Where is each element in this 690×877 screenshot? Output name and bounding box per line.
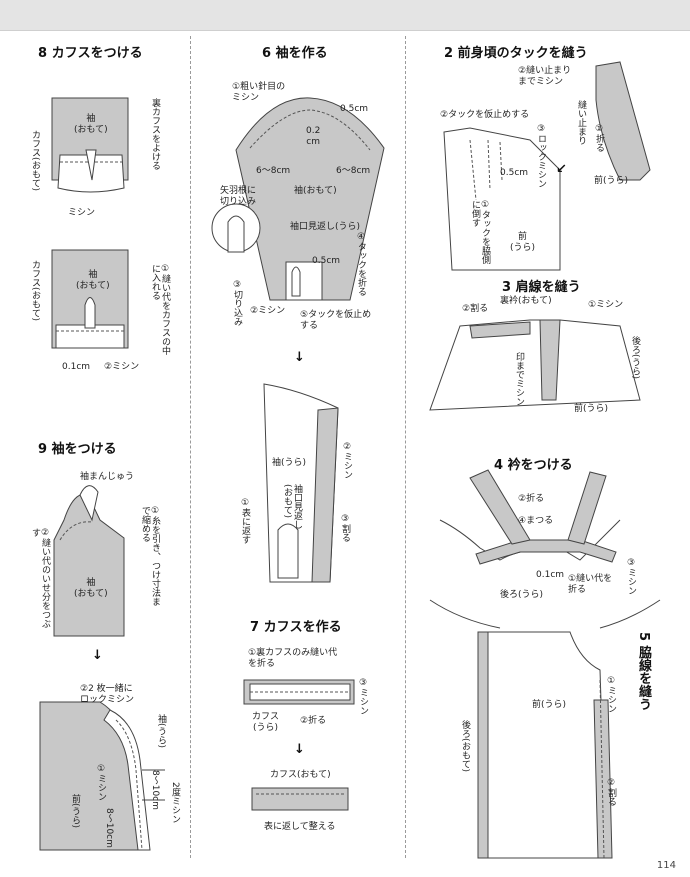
- label-front-back: 前(うら): [70, 794, 80, 829]
- label-facing-back: 袖口見返し(うら): [290, 222, 361, 232]
- label-double-stitch: 2度ミシン: [170, 782, 180, 824]
- label-fold-2: ①折る: [594, 124, 604, 152]
- label-back-back-2: 後ろ(うら): [500, 590, 544, 600]
- sleeve-cap-illustration: [53, 485, 125, 637]
- arrow-down-icon: ↓: [294, 350, 305, 365]
- heading-sleeve-make: 6 袖を作る: [262, 46, 328, 61]
- label-flatten-ease: ②縫い代のいせ分をつぶす: [30, 528, 50, 628]
- label-facing-front: 袖口見返し (おもて): [282, 484, 302, 529]
- label-front-back-3: 前 (うら): [510, 232, 536, 253]
- sleeve-attach-illustration: [39, 701, 165, 851]
- heading-cuff-make: 7 カフスを作る: [250, 620, 342, 635]
- page-number: 114: [656, 860, 676, 871]
- label-sewing-2: ②ミシン: [104, 362, 140, 372]
- label-sleeve-front-4: 袖(おもて): [294, 186, 337, 196]
- label-baste-tuck: ⑤タックを仮止め する: [300, 310, 372, 331]
- label-dimension-2: 8〜10cm: [104, 808, 114, 848]
- label-dimension-1: 8〜10cm: [150, 770, 160, 810]
- arrow-down-icon: ↓: [294, 742, 305, 757]
- label-pull-thread: ①糸を引き、つけ寸法まで縮める: [140, 506, 160, 606]
- label-dim-b: 6〜8cm: [256, 166, 291, 176]
- label-sleeve-front: 袖 (おもて): [74, 114, 108, 135]
- arrow-down-icon: ↓: [92, 648, 103, 663]
- label-sewing-9: ①ミシン: [606, 676, 616, 713]
- label-seam-allowance: 0.5cm: [340, 104, 369, 114]
- label-press-open-3: ②割る: [606, 778, 616, 806]
- label-move-back-cuff: 裏カフスをよける: [150, 98, 160, 170]
- label-overlock-two: ②2 枚一緒に ロックミシン: [80, 684, 135, 705]
- cuff-make-illustration-2: [251, 787, 349, 811]
- label-fold-seam: ①縫い代を 折る: [568, 574, 613, 595]
- label-cuff-front-3: カフス(おもて): [270, 770, 331, 780]
- heading-collar: 4 衿をつける: [494, 458, 573, 473]
- label-sleeve-back-2: 袖(うら): [272, 458, 307, 468]
- front-tuck-illustration: [443, 61, 651, 271]
- sleeve-make-illustration-1: [211, 97, 385, 301]
- label-back-front: 後ろ(おもて): [460, 720, 470, 773]
- label-cut-in: ③切り込み: [232, 280, 242, 326]
- label-blindstitch: ④まつる: [518, 516, 554, 526]
- label-sew-to-stop: ②縫い止まり までミシン: [518, 66, 572, 87]
- heading-side-seam: 5 脇線を縫う: [636, 632, 651, 711]
- label-sleeve-front-3: 袖 (おもて): [74, 578, 108, 599]
- side-seam-illustration: [477, 631, 613, 859]
- label-cut-callout: 矢羽根に 切り込み: [220, 186, 257, 207]
- label-fold-tuck: ④タックを折る: [356, 232, 366, 296]
- label-turn-and-arrange: 表に返して整える: [264, 822, 336, 832]
- label-cuff-front: カフス(おもて): [30, 130, 40, 192]
- label-sewing-6: ③ミシン: [358, 678, 368, 715]
- shoulder-illustration: [429, 319, 641, 411]
- label-front-back-5: 前(うら): [532, 700, 567, 710]
- label-fold: ②折る: [300, 716, 327, 726]
- column-divider-2: [405, 36, 406, 858]
- label-basting-stitch: ①粗い針目の ミシン: [232, 82, 286, 103]
- label-tuck-to-side: ①タックを脇側に倒す: [470, 200, 490, 264]
- label-front-back-4: 前(うら): [574, 404, 609, 414]
- label-sewing: ミシン: [68, 208, 96, 218]
- label-dim-05: 0.5cm: [312, 256, 341, 266]
- label-dimension: 0.1cm: [62, 362, 91, 372]
- label-turn-out: ①表に返す: [240, 498, 250, 544]
- label-dim-c: 6〜8cm: [336, 166, 371, 176]
- label-seam-into-cuff: ①縫い代をカフスの中に入れる: [150, 264, 170, 355]
- heading-cuff-attach: 8 カフスをつける: [38, 46, 143, 61]
- label-sewing-5: ②ミシン: [342, 442, 352, 479]
- column-divider-1: [190, 36, 191, 858]
- label-fold-inner-cuff: ①裏カフスのみ縫い代 を折る: [248, 648, 338, 669]
- top-bar: [0, 0, 690, 31]
- label-back-back: 後ろ(うら): [630, 336, 640, 380]
- label-press-open: ③割る: [340, 514, 350, 542]
- label-sewing-4: ②ミシン: [250, 306, 286, 316]
- label-fold-3: ②折る: [518, 494, 545, 504]
- label-overlock: ③ロックミシン: [536, 124, 546, 188]
- label-press-open-2: ②割る: [462, 304, 489, 314]
- heading-sleeve-attach: 9 袖をつける: [38, 442, 117, 457]
- heading-front-tuck: 2 前身頃のタックを縫う: [444, 46, 588, 61]
- label-sewing-3: ①ミシン: [96, 764, 106, 801]
- label-sleeve-front-2: 袖 (おもて): [76, 270, 110, 291]
- cuff-attach-illustration-1: [51, 97, 129, 193]
- cuff-make-illustration-1: [243, 679, 355, 705]
- label-cuff-front-2: カフス(おもて): [30, 260, 40, 322]
- cuff-attach-illustration-2: [51, 249, 129, 349]
- label-front-back-2: 前(うら): [594, 176, 629, 186]
- label-sewing-7: ①ミシン: [588, 300, 624, 310]
- heading-shoulder: 3 肩線を縫う: [502, 280, 581, 295]
- label-sleeve-cap: 袖まんじゅう: [80, 472, 135, 482]
- label-sewing-8: ③ミシン: [626, 558, 636, 595]
- label-cuff-back: カフス (うら): [252, 712, 280, 733]
- label-sleeve-back: 袖(うら): [156, 714, 166, 749]
- sleeve-make-illustration-2: [263, 383, 339, 583]
- collar-illustration: [429, 469, 661, 629]
- label-under-collar: 裏衿(おもて): [500, 296, 552, 306]
- label-dim-4: 0.1cm: [536, 570, 565, 580]
- arrow-diagonal-icon: ↙: [556, 162, 567, 177]
- label-dim-3: 0.5cm: [500, 168, 529, 178]
- label-stop-point: 縫い止まり: [576, 100, 586, 145]
- label-sew-to-mark: 印までミシン: [514, 352, 524, 406]
- label-baste-tuck-2: ②タックを仮止めする: [440, 110, 530, 120]
